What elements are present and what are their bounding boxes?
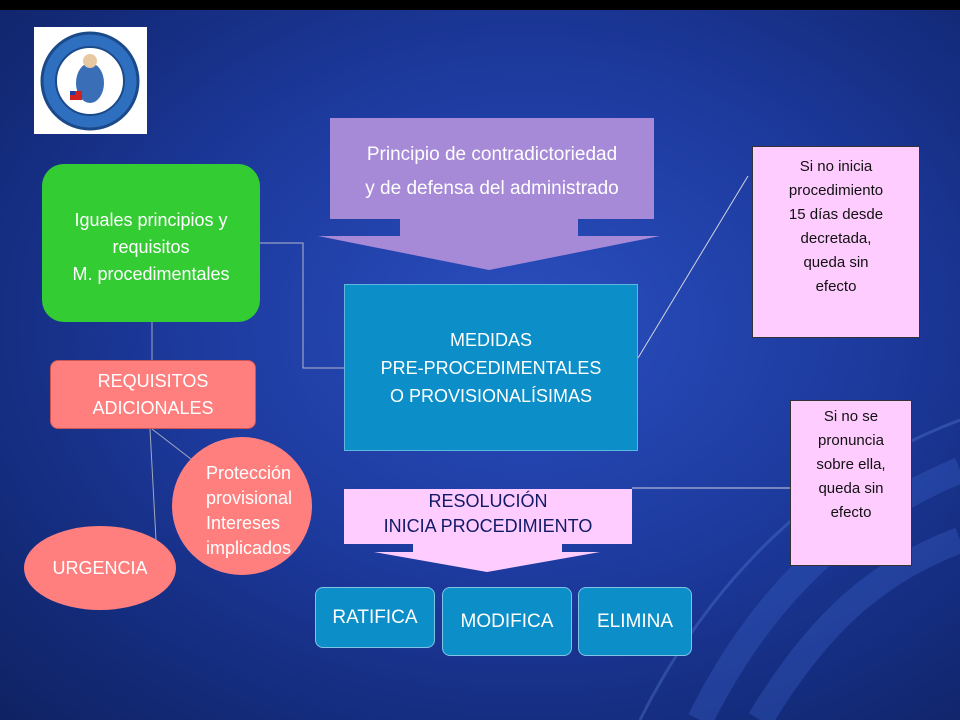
contraloria-seal-icon	[40, 31, 140, 131]
requisitos-adicionales-box: REQUISITOS ADICIONALES	[50, 360, 256, 429]
ratifica-box: RATIFICA	[315, 587, 435, 648]
principles-box: Iguales principios y requisitos M. proce…	[42, 164, 260, 322]
resolucion-box: RESOLUCIÓN INICIA PROCEDIMIENTO	[344, 489, 632, 544]
proteccion-provisional-oval: Protección provisional Intereses implica…	[172, 437, 312, 575]
medidas-to-note1-connector	[637, 175, 749, 359]
resolucion-down-arrow	[374, 544, 600, 572]
principle-contradictoriedad-box: Principio de contradictoriedad y de defe…	[330, 118, 654, 219]
note-no-inicia: Si no inicia procedimiento 15 días desde…	[752, 146, 920, 338]
logo	[34, 27, 147, 134]
note-no-pronuncia: Si no se pronuncia sobre ella, queda sin…	[790, 400, 912, 566]
urgencia-oval: URGENCIA	[24, 526, 176, 610]
elimina-box: ELIMINA	[578, 587, 692, 656]
medidas-box: MEDIDAS PRE-PROCEDIMENTALES O PROVISIONA…	[344, 284, 638, 451]
green-to-medidas-connector	[260, 242, 344, 369]
modifica-box: MODIFICA	[442, 587, 572, 656]
principle-down-arrow	[318, 219, 660, 270]
requisitos-to-urgencia-connector	[149, 428, 157, 541]
